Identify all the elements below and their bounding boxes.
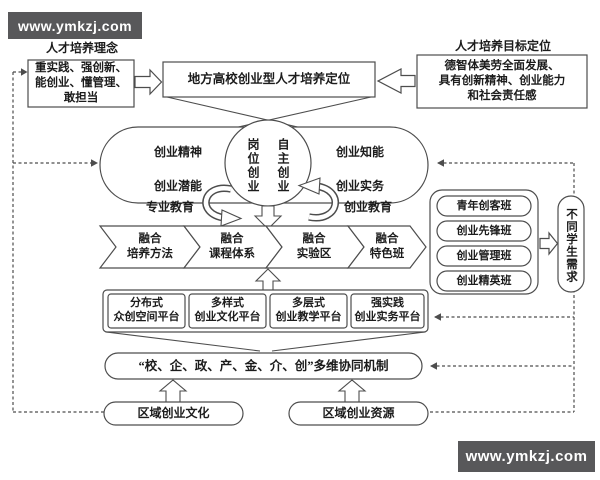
student-needs-stadium [557,195,585,293]
platform-box-text: 分布式 众创空间平台 [113,297,180,323]
mechanism-stadium [104,352,423,380]
curved-arrow-right-icon [297,177,339,222]
concept-box [27,59,135,108]
venn-left-top-text: 创业精神 [153,144,202,159]
concept-label: 人才培养理念 [45,40,118,55]
dashed-arrowheads [21,68,444,370]
block-arrow-left-icon [376,68,416,94]
arrowhead-left-icon [434,313,441,321]
regional-resources-text: 区域创业资源 [322,405,395,420]
platform-box [188,293,267,329]
regional-culture-stadium [103,401,244,426]
block-arrow-down-icon [253,205,283,230]
chevron-text: 融合 培养方法 [127,233,173,260]
arrowhead-right-icon [91,159,98,167]
venn-right-bottom-text: 创业实务 [335,178,384,193]
block-arrow-up-icon [337,379,367,404]
class-pill [436,245,532,267]
class-pill-text: 创业精英班 [456,274,512,287]
funnel-lines [105,331,426,352]
fusion-chevron-band [98,225,427,269]
platform-box-text: 多样式 创业文化平台 [194,297,261,323]
platform-box [350,293,425,329]
arrowhead-left-icon [430,362,437,370]
platform-box-text: 强实践 创业实务平台 [354,297,421,323]
block-arrow-right-icon [134,68,163,96]
watermark-top-left: www.ymkzj.com [8,12,142,39]
professional-education-label: 专业教育 [145,199,194,214]
regional-culture-text: 区域创业文化 [137,405,210,420]
student-needs-text: 不同学生需求 [565,207,577,283]
concept-box-text: 重实践、强创新、 能创业、懂管理、 敢担当 [35,62,127,104]
block-arrow-up-icon [158,379,188,404]
curved-arrow-left-icon [202,184,243,227]
class-pill [436,195,532,217]
chevron-text: 融合 课程体系 [209,233,255,260]
class-pill [436,270,532,292]
entrepreneurship-education-label: 创业教育 [343,199,392,214]
class-pill-text: 创业管理班 [456,249,512,262]
platform-box [269,293,348,329]
regional-resources-stadium [288,401,429,426]
chevron-segment [346,225,427,269]
arrowhead-right-icon [21,68,28,76]
platform-box-text: 多层式 创业教学平台 [275,297,342,323]
venn-center-circle [224,119,312,207]
mechanism-text: “校、企、政、产、金、介、创”多维协同机制 [138,358,389,373]
class-pill [436,220,532,242]
class-pill-text: 青年创客班 [456,199,512,212]
block-arrow-right-icon [539,231,559,256]
venn-center-left-column: 岗位创业 [246,138,260,194]
positioning-box-text: 地方高校创业型人才培养定位 [187,72,351,87]
chevron-text: 融合 实验区 [296,233,332,260]
venn-center-right-column: 自主创业 [276,138,290,194]
block-arrow-up-icon [254,268,282,292]
goal-box [416,54,588,109]
chevron-text: 融合 特色班 [369,233,405,260]
arrowhead-left-icon [437,159,444,167]
goal-label: 人才培养目标定位 [454,38,551,53]
goal-box-text: 德智体美劳全面发展、 具有创新精神、创业能力 和社会责任感 [438,60,566,102]
venn-right-top-text: 创业知能 [335,144,384,159]
positioning-box [162,61,376,98]
class-pill-text: 创业先锋班 [456,224,512,237]
platform-box [107,293,186,329]
venn-left-bottom-text: 创业潜能 [153,178,202,193]
watermark-bottom-right: www.ymkzj.com [458,441,595,472]
